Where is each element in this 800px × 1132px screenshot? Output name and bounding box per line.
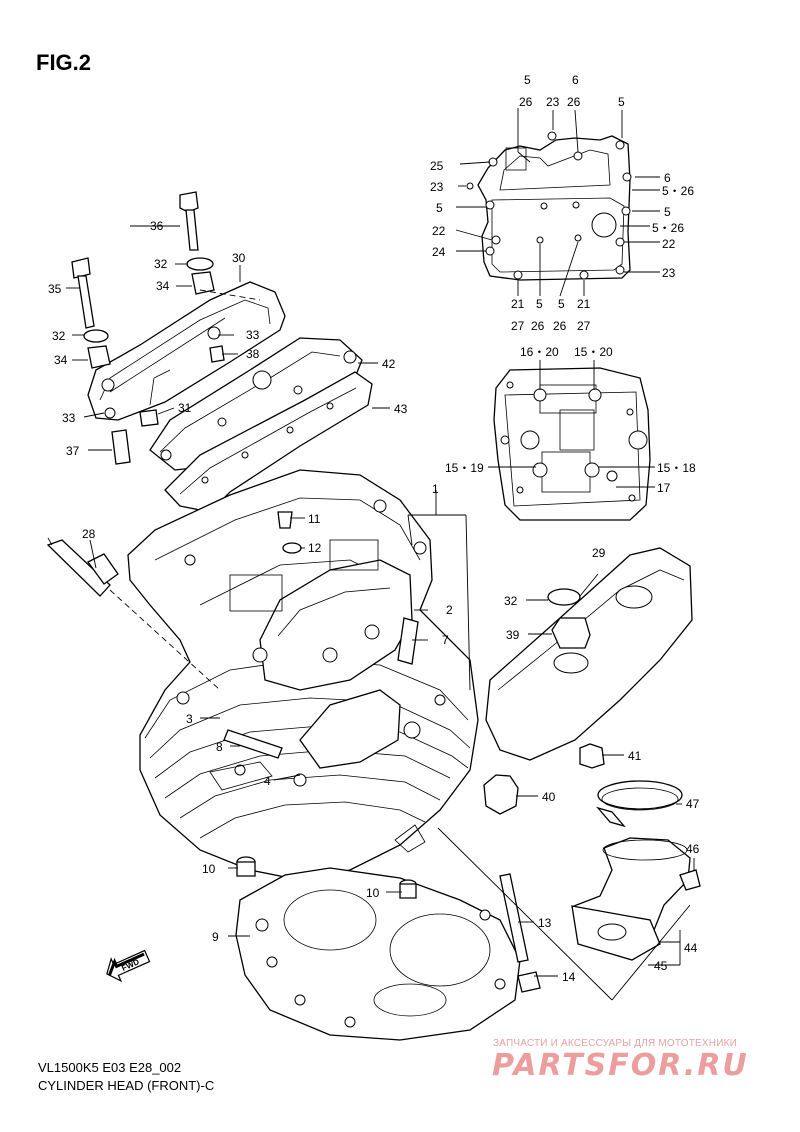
callout-41: 41 (628, 749, 642, 763)
callout-14: 14 (562, 970, 576, 984)
fwd-arrow-icon: FWD (106, 949, 151, 983)
callout-15-20: 15・20 (574, 345, 613, 359)
callout-15-19: 15・19 (445, 461, 484, 475)
callout-22: 22 (662, 237, 676, 251)
cap-parts (483, 743, 605, 815)
callout-16-20: 16・20 (520, 345, 559, 359)
callout-45: 45 (654, 959, 668, 973)
callout-21: 21 (511, 297, 525, 311)
intake-pipe (571, 780, 701, 961)
callout-5: 5 (618, 95, 625, 109)
valve-cover-gasket (466, 131, 632, 281)
callout-5: 5 (558, 297, 565, 311)
callout-11: 11 (308, 512, 321, 526)
callout-39: 39 (506, 628, 520, 642)
callout-37: 37 (66, 444, 80, 458)
callout-12: 12 (308, 541, 322, 555)
callout-27: 27 (511, 319, 525, 333)
callout-5-26: 5・26 (662, 184, 694, 198)
callout-32: 32 (504, 594, 518, 608)
assembly-lines (109, 289, 691, 1001)
callout-26: 26 (553, 319, 567, 333)
callout-38: 38 (246, 347, 260, 361)
callout-35: 35 (48, 282, 62, 296)
callout-33: 33 (246, 328, 260, 342)
callout-33: 33 (62, 411, 76, 425)
callout-36: 36 (150, 219, 164, 233)
callout-5: 5 (436, 201, 443, 215)
callout-44: 44 (684, 941, 698, 955)
callout-42: 42 (382, 357, 396, 371)
callout-26: 26 (531, 319, 545, 333)
callout-9: 9 (212, 930, 219, 944)
callout-46: 46 (686, 842, 700, 856)
callout-24: 24 (432, 245, 446, 259)
callout-32: 32 (154, 257, 168, 271)
callout-6: 6 (572, 73, 579, 87)
side-cover (485, 547, 693, 761)
callout-15-18: 15・18 (657, 461, 696, 475)
callout-3: 3 (186, 712, 193, 726)
cam-holder-plate (493, 367, 651, 521)
callout-30: 30 (232, 251, 246, 265)
callout-6: 6 (664, 171, 671, 185)
callout-5: 5 (664, 205, 671, 219)
callout-31: 31 (178, 401, 192, 415)
callout-10: 10 (202, 862, 216, 876)
callout-28: 28 (82, 527, 96, 541)
callout-labels: 5 26 6 26 23 5 25 6 23 5・26 5 5 5・26 22 … (48, 73, 700, 984)
diagram-caption: CYLINDER HEAD (FRONT)-C (38, 1078, 215, 1093)
callout-29: 29 (592, 546, 606, 560)
callout-23: 23 (430, 180, 444, 194)
head-gasket (235, 856, 541, 1041)
callout-47: 47 (686, 797, 700, 811)
model-code: VL1500K5 E03 E28_002 (38, 1060, 182, 1075)
callout-5-26: 5・26 (652, 221, 684, 235)
callout-22: 22 (432, 224, 446, 238)
callout-5: 5 (524, 73, 531, 87)
callout-8: 8 (216, 740, 223, 754)
callout-34: 34 (54, 353, 68, 367)
callout-21: 21 (577, 297, 591, 311)
callout-1: 1 (432, 482, 439, 496)
callout-7: 7 (442, 633, 449, 647)
callout-23: 23 (662, 266, 676, 280)
callout-43: 43 (394, 402, 408, 416)
callout-25: 25 (430, 159, 444, 173)
cylinder-head (127, 469, 479, 881)
callout-27: 27 (577, 319, 591, 333)
leader-lines (66, 108, 695, 977)
callout-26: 26 (519, 95, 533, 109)
callout-40: 40 (542, 790, 556, 804)
callout-17: 17 (657, 481, 671, 495)
callout-5: 5 (536, 297, 543, 311)
callout-23: 23 (546, 95, 560, 109)
watermark-logo[interactable]: PARTSFOR.RU (492, 1048, 749, 1083)
callout-13: 13 (538, 916, 552, 930)
callout-32: 32 (52, 329, 66, 343)
callout-4: 4 (264, 774, 271, 788)
callout-10: 10 (366, 886, 380, 900)
figure-label: FIG.2 (36, 50, 92, 75)
spark-plug (46, 537, 119, 597)
callout-2: 2 (446, 603, 453, 617)
watermark-tagline: ЗАПЧАСТИ И АКСЕССУАРЫ ДЛЯ МОТОТЕХНИКИ (493, 1038, 738, 1049)
cover-fasteners (71, 191, 225, 465)
callout-34: 34 (156, 279, 170, 293)
callout-26: 26 (567, 95, 581, 109)
